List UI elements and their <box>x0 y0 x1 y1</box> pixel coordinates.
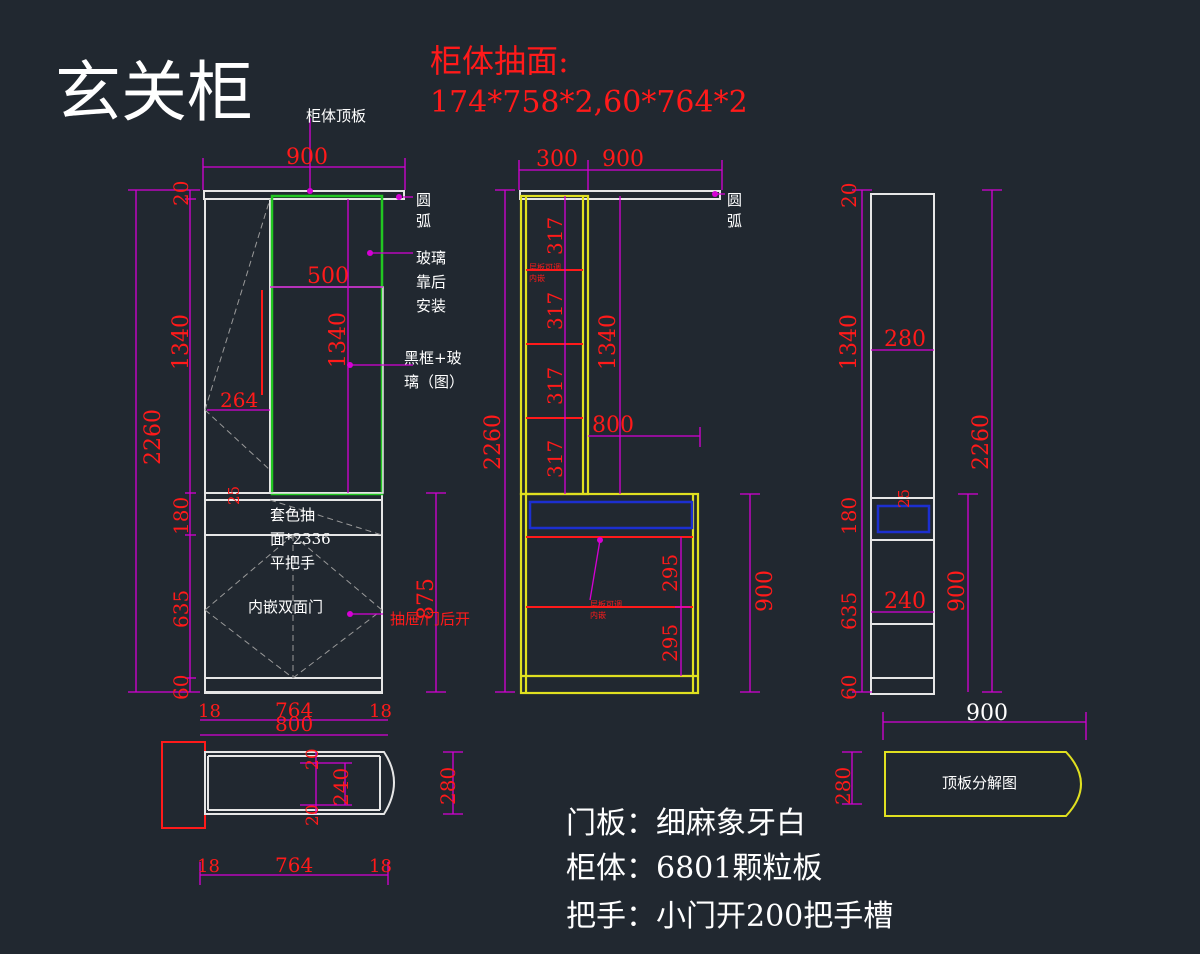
front-width-900: 900 <box>286 145 328 170</box>
plan-view <box>204 751 395 815</box>
front-left-panel-264: 264 <box>220 388 258 412</box>
third-dimension-lines <box>852 189 1087 740</box>
third-height-60: 60 <box>837 675 861 700</box>
side-lower-295-b: 295 <box>658 624 682 662</box>
front-dimension-lines <box>128 118 446 736</box>
third-width-280: 280 <box>884 327 926 352</box>
side-shelf-317-c: 317 <box>543 367 567 405</box>
front-height-60: 60 <box>169 675 193 700</box>
front-height-635: 635 <box>169 590 193 628</box>
side-total-height: 2260 <box>481 414 506 470</box>
plan-bottom-18-left: 18 <box>197 856 220 877</box>
front-height-1340: 1340 <box>169 314 194 370</box>
side-tiny-note-upper: 层板可调内嵌 <box>529 262 561 283</box>
material-cabinet-body: 柜体：6801颗粒板 <box>566 851 822 886</box>
front-base-height-875: 875 <box>414 578 439 620</box>
side-arc-note: 圆弧 <box>727 191 742 230</box>
front-height-180: 180 <box>169 497 193 535</box>
side-shelves-red <box>526 269 693 608</box>
side-dimension-lines <box>495 160 760 693</box>
plan-depth-280: 280 <box>436 767 460 805</box>
third-height-1340: 1340 <box>837 314 862 370</box>
top-board-outline <box>884 751 1082 817</box>
side-shelf-317-b: 317 <box>543 292 567 330</box>
front-dimension-dots <box>307 188 402 617</box>
front-inner-width-500: 500 <box>307 264 349 289</box>
side-arc-dot <box>712 191 718 197</box>
third-drawer-blue <box>876 504 931 534</box>
side-dim-dot <box>597 537 603 543</box>
front-glass-note: 玻璃靠后安装 <box>416 249 446 315</box>
plan-bottom-18-right: 18 <box>369 856 392 877</box>
third-height-635: 635 <box>837 592 861 630</box>
front-small-25: 25 <box>225 486 243 505</box>
drawing-title: 玄关柜 <box>55 54 253 131</box>
front-total-height: 2260 <box>141 409 166 465</box>
plan-bottom-764: 764 <box>275 853 313 877</box>
side-shelf-width-800: 800 <box>592 413 634 438</box>
front-height-20: 20 <box>169 181 193 206</box>
side-shelf-317-d: 317 <box>543 440 567 478</box>
third-height-180: 180 <box>837 497 861 535</box>
side-width-900: 900 <box>602 147 644 172</box>
front-glass-frame <box>270 194 384 496</box>
front-diagonals <box>204 198 383 679</box>
top-board-label: 顶板分解图 <box>942 774 1017 792</box>
third-bottom-width-900: 900 <box>966 701 1008 726</box>
plan-red-block <box>161 741 206 829</box>
front-drawer-open-note: 抽屉/门后开 <box>390 610 470 628</box>
material-door-panel: 门板：细麻象牙白 <box>566 806 806 841</box>
top-board-dimension-lines <box>842 751 862 805</box>
top-board-depth-280: 280 <box>831 767 855 805</box>
third-small-25: 25 <box>895 489 913 508</box>
side-shelf-317-a: 317 <box>543 217 567 255</box>
front-elevation <box>203 190 405 694</box>
header-note-line2: 174*758*2,60*764*2 <box>430 85 748 120</box>
third-total-height: 2260 <box>969 414 994 470</box>
front-base-18-left: 18 <box>198 701 221 722</box>
front-base-764: 764 <box>275 698 313 722</box>
side-tiny-note-lower: 层板可调内嵌 <box>590 599 622 620</box>
side-drawer-blue <box>528 500 694 530</box>
plan-offset-20-bottom: 20 <box>303 804 323 826</box>
third-width-240: 240 <box>884 589 926 614</box>
front-top-board-label: 柜体顶板 <box>306 107 366 125</box>
side-base-height-900: 900 <box>753 570 778 612</box>
plan-offset-20-top: 20 <box>303 748 323 770</box>
third-base-height-900: 900 <box>945 570 970 612</box>
side-glass-height-1340: 1340 <box>596 314 621 370</box>
header-note-line1: 柜体抽面: <box>430 42 569 80</box>
front-arc-note: 圆弧 <box>416 191 431 230</box>
material-handle: 把手：小门开200把手槽 <box>566 899 893 934</box>
plan-inner-240: 240 <box>329 768 353 806</box>
side-width-300: 300 <box>536 147 578 172</box>
side-lower-295-a: 295 <box>658 554 682 592</box>
plan-dimension-lines <box>199 751 463 885</box>
front-base-800: 800 <box>275 712 313 736</box>
front-inner-height-1340: 1340 <box>326 312 351 368</box>
front-frame-note: 黑框+玻璃（图） <box>404 349 464 391</box>
front-base-18-right: 18 <box>369 701 392 722</box>
front-door-note: 内嵌双面门 <box>248 598 323 616</box>
third-view <box>870 193 935 695</box>
third-height-20: 20 <box>837 183 861 208</box>
